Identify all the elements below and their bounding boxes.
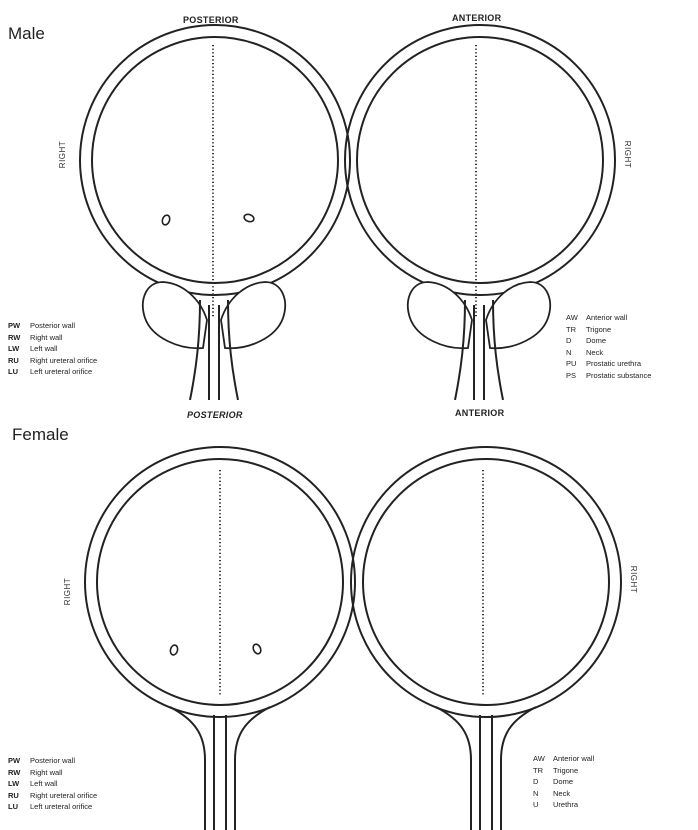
urethra-wall-right [235,707,270,830]
prostate-right-lobe [143,282,207,348]
anterior-label: ANTERIOR [455,408,504,418]
anterior-bladder-inner-wall [363,459,609,705]
anterior-urethra-wall-left [436,707,471,830]
left-ureteral-orifice [243,213,255,223]
left-ureteral-orifice [252,643,263,655]
anterior-bladder-outer-wall [345,25,615,295]
male-title: Male [8,24,45,44]
female-title: Female [12,425,69,445]
prostate-lobe-anterior-right [486,282,550,348]
right-side-label-anterior: RIGHT [623,141,632,168]
posterior-label: POSTERIOR [183,15,239,25]
prostate-left-lobe [221,282,285,348]
anterior-bladder-inner-wall [357,37,603,283]
right-ureteral-orifice [161,214,171,226]
posterior-bladder-outer-wall [80,25,350,295]
right-ureteral-orifice [169,644,178,655]
right-side-label-posterior: RIGHT [58,141,67,168]
female-bladder-diagram: Female POSTERIOR ANTERIOR RIGHT RIGHT PW… [0,405,698,830]
anterior-bladder-outer-wall [351,447,621,717]
posterior-label: POSTERIOR [187,410,243,420]
urethra-wall-left [170,707,205,830]
right-side-label-anterior: RIGHT [629,566,638,593]
posterior-bladder-inner-wall [92,37,338,283]
anterior-label: ANTERIOR [452,13,501,23]
prostate-lobe-anterior-left [408,282,472,348]
right-side-label-posterior: RIGHT [63,578,72,605]
anterior-urethra-wall-right [501,707,536,830]
